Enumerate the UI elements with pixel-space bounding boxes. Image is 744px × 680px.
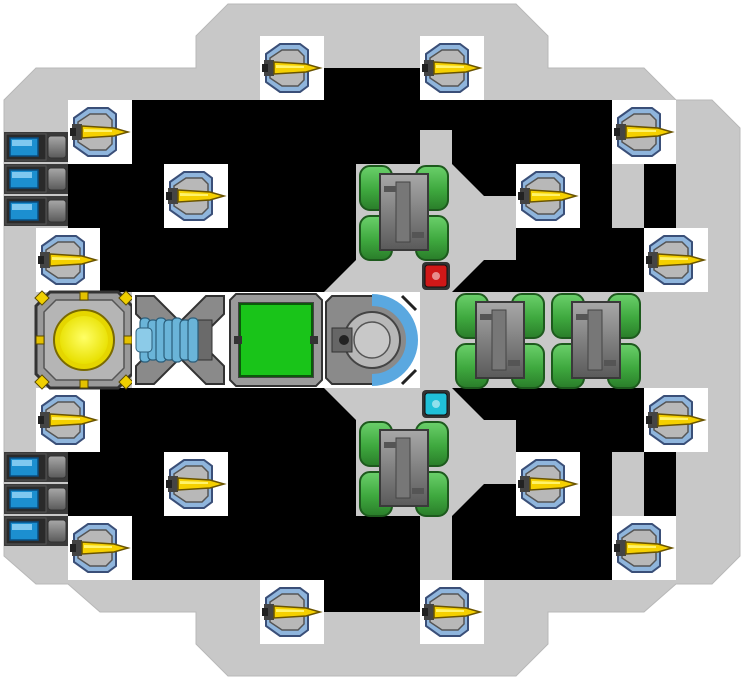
reactor-core-icon (34, 290, 134, 390)
gun-turret-icon (164, 452, 228, 516)
modules-layer (4, 36, 708, 644)
thruster-icon (4, 516, 68, 546)
fuel-tank-icon (359, 165, 449, 261)
gun-turret-icon (644, 228, 708, 292)
gun-turret-icon (260, 580, 324, 644)
gun-turret-icon (612, 100, 676, 164)
gun-turret-icon (36, 228, 100, 292)
gun-turret-icon (516, 452, 580, 516)
gun-turret-icon (612, 516, 676, 580)
gun-turret-icon (516, 164, 580, 228)
cyan-beacon-icon (422, 390, 450, 418)
thruster-icon (4, 452, 68, 482)
gun-turret-icon (260, 36, 324, 100)
thruster-icon (4, 484, 68, 514)
gun-turret-icon (36, 388, 100, 452)
fuel-tank-icon (359, 421, 449, 517)
thruster-icon (4, 132, 68, 162)
fuel-tank-icon (551, 293, 641, 389)
plasma-cannon-icon (132, 292, 228, 388)
gun-turret-icon (420, 36, 484, 100)
thruster-icon (4, 164, 68, 194)
red-beacon-icon (422, 262, 450, 290)
gun-turret-icon (68, 100, 132, 164)
gun-turret-icon (68, 516, 132, 580)
gun-turret-icon (164, 164, 228, 228)
thruster-icon (4, 196, 68, 226)
gun-turret-icon (644, 388, 708, 452)
shield-dome-icon (324, 292, 420, 388)
fuel-tank-icon (455, 293, 545, 389)
gun-turret-icon (420, 580, 484, 644)
command-module-icon (228, 292, 324, 388)
